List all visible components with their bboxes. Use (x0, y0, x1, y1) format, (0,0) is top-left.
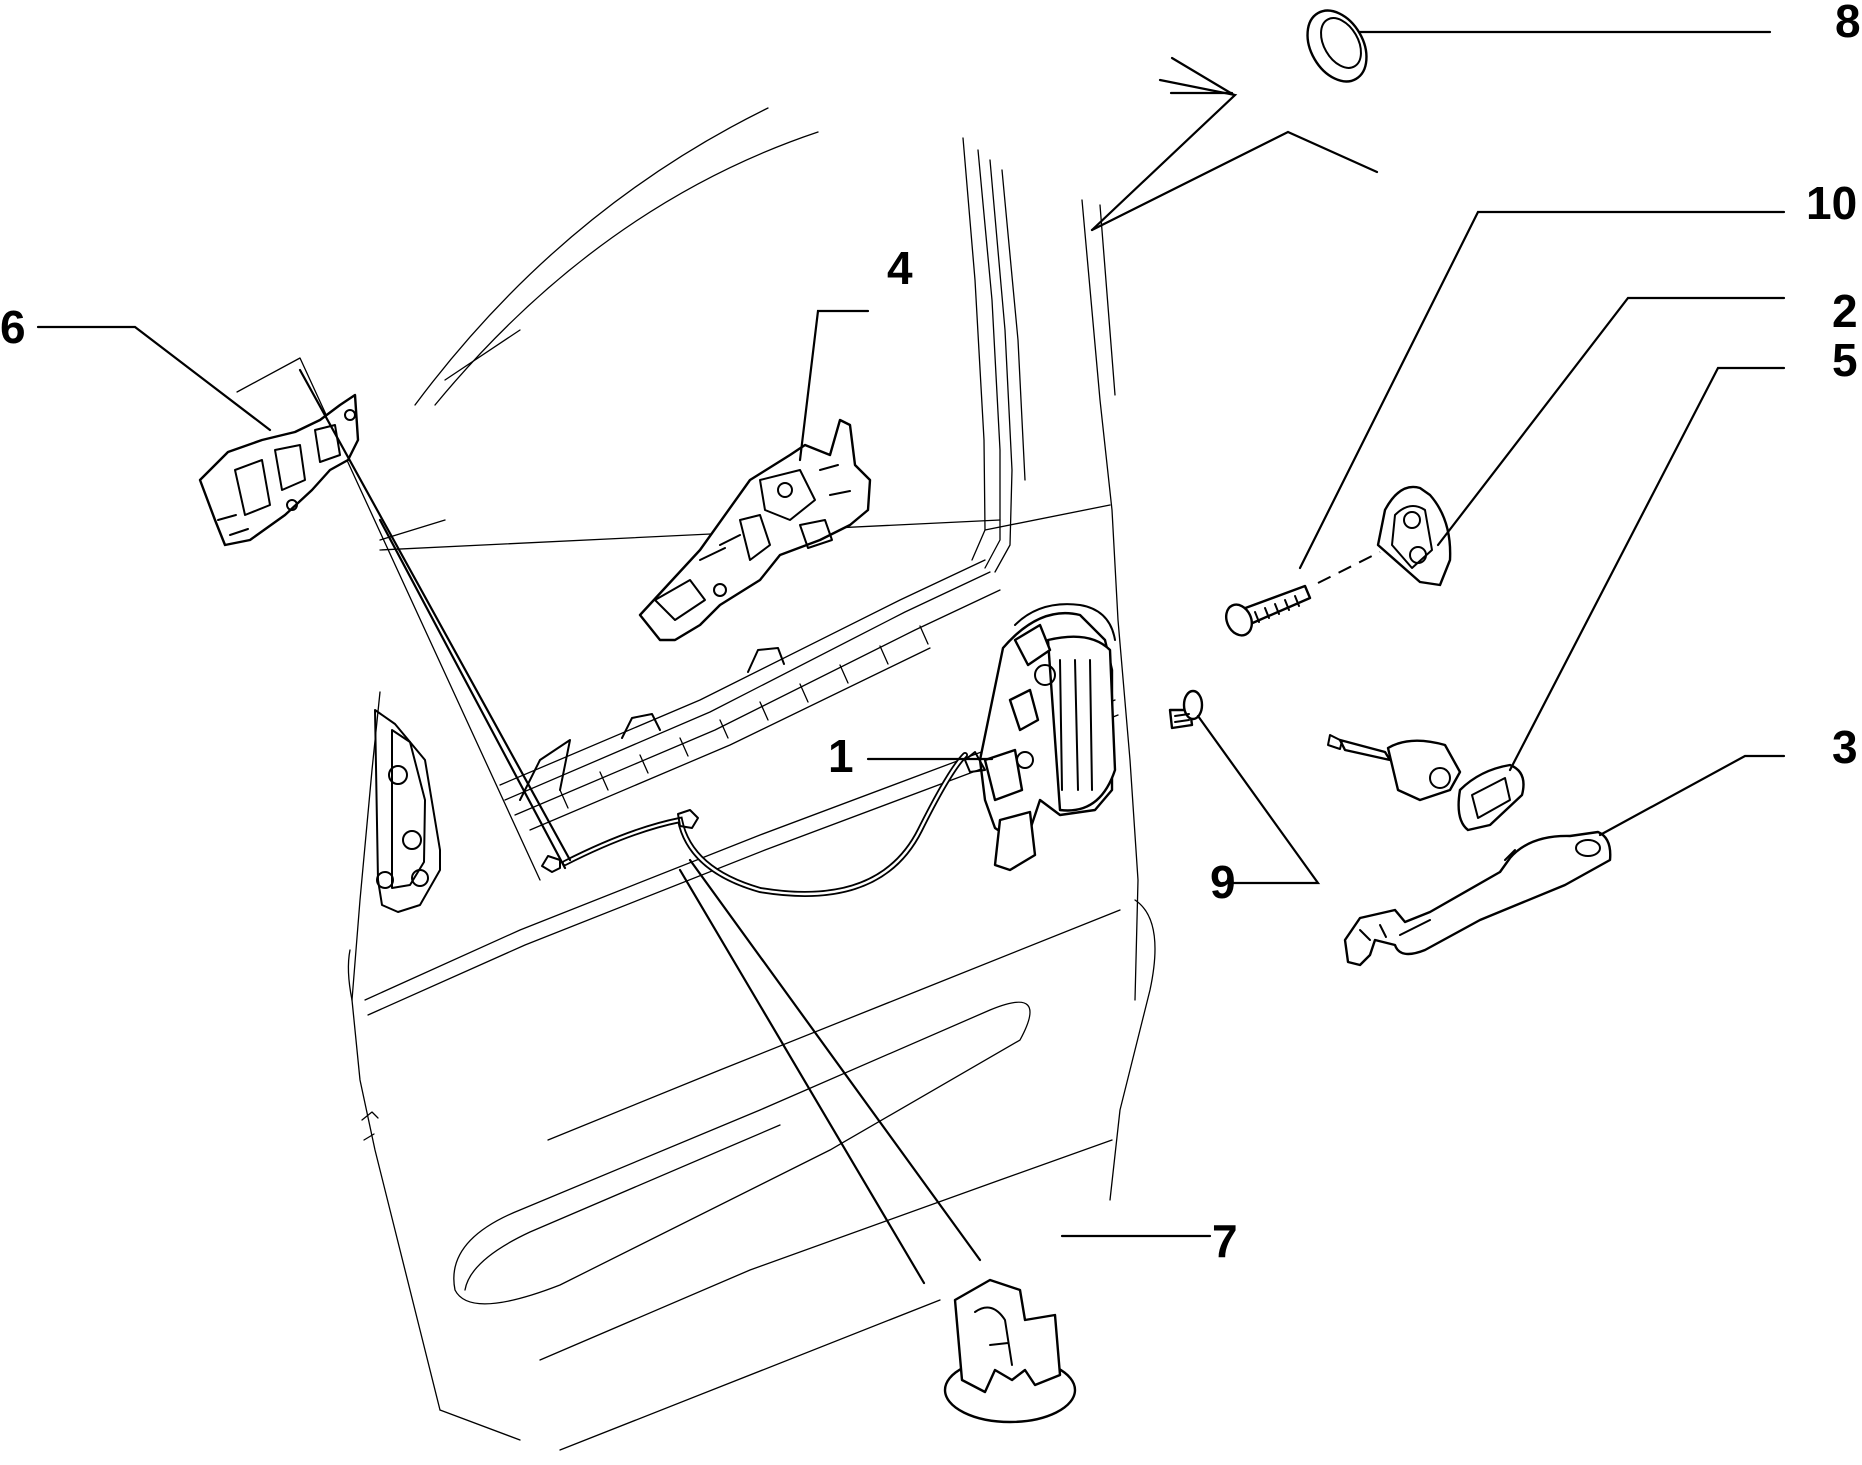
door-panel (236, 107, 1156, 1451)
screw-axis (1317, 551, 1381, 584)
outer-door-handle (1343, 830, 1612, 967)
callout-6: 6 (0, 301, 26, 353)
cable-clip (943, 1278, 1077, 1424)
callout-8: 8 (1835, 0, 1861, 47)
handle-end-cap (1457, 763, 1525, 832)
callout-4: 4 (887, 242, 913, 294)
callout-10: 10 (1806, 177, 1857, 229)
callout-7: 7 (1212, 1215, 1238, 1267)
striker-screw (1224, 584, 1312, 637)
callout-1: 1 (828, 730, 854, 782)
lock-cylinder (1327, 734, 1462, 802)
grommet (1306, 9, 1368, 83)
handle-bracket (638, 418, 872, 642)
small-bolt (1168, 689, 1204, 730)
inner-handle-bracket (198, 393, 360, 547)
callout-5: 5 (1832, 334, 1858, 386)
callout-3: 3 (1832, 721, 1858, 773)
door-lock-actuator (964, 603, 1117, 872)
callout-9: 9 (1210, 856, 1236, 908)
callout-2: 2 (1832, 285, 1858, 337)
leader-lines (36, 30, 1786, 1285)
striker-plate (1376, 485, 1452, 587)
lock-cable (541, 752, 968, 897)
